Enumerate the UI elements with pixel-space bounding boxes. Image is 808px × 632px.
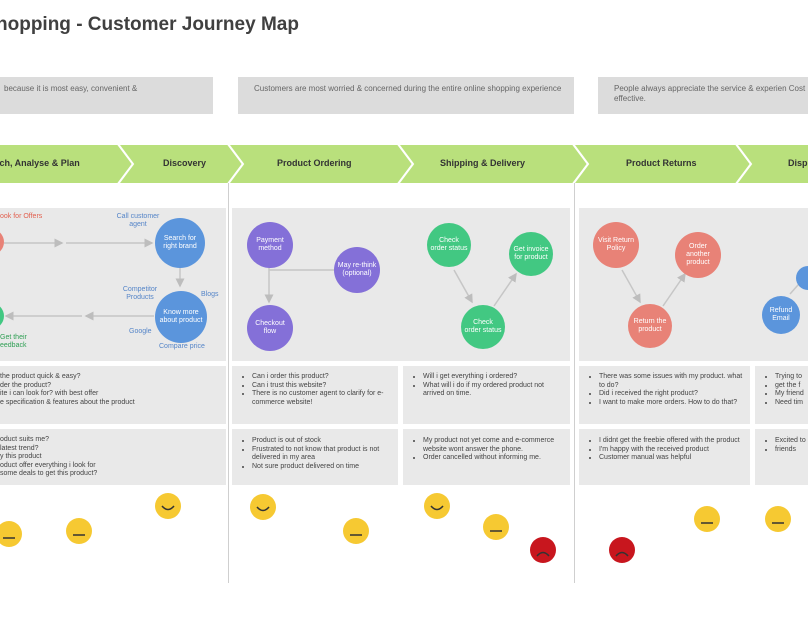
label-call-customer-agent: Call customer agent: [116, 213, 160, 228]
column-divider: [228, 183, 229, 583]
stage-shipping: Shipping & Delivery: [440, 158, 526, 168]
feelings-box-returns: I didnt get the freebie offered with the…: [579, 429, 750, 485]
journey-node-check-order-status-2: Check order status: [461, 305, 505, 349]
journey-node-feedback: [0, 303, 4, 329]
question-item: There is no customer agent to clarify fo…: [252, 390, 392, 407]
question-item: Trying to: [775, 373, 808, 382]
journey-node-order-another: Order another product: [675, 232, 721, 278]
question-item: I want to make more orders. How to do th…: [599, 399, 744, 408]
journey-node-may-rethink: May re-think (optional): [334, 247, 380, 293]
question-item: Can i trust this website?: [252, 382, 392, 391]
journey-node-search-brand: Search for right brand: [155, 218, 205, 268]
question-item: Need tim: [775, 399, 808, 408]
feeling-item: I didnt get the freebie offered with the…: [599, 437, 744, 446]
label-blogs: Blogs: [201, 291, 219, 298]
insight-text: People always appreciate the service & e…: [614, 84, 806, 103]
feeling-item: oduct offer everything i look for: [0, 461, 96, 469]
emotion-neutral-icon: [343, 518, 369, 544]
question-item: My friend: [775, 390, 808, 399]
feeling-item: friends: [775, 446, 808, 455]
journey-node-partial: [796, 266, 808, 290]
emotion-happy-icon: [155, 493, 181, 519]
stage-dispatch: Disp: [788, 158, 808, 168]
feelings-box-ordering: Product is out of stock Frustrated to no…: [232, 429, 398, 485]
journey-node-know-product: Know more about product: [155, 291, 207, 343]
question-item: Did i received the right product?: [599, 390, 744, 399]
label-competitor-products: Competitor Products: [122, 286, 158, 301]
question-item: Will i get everything i ordered?: [423, 373, 564, 382]
question-item: the product quick & easy?: [0, 373, 81, 380]
journey-node-get-invoice: Get invoice for product: [509, 232, 553, 276]
question-item: What will i do if my ordered product not…: [423, 382, 564, 399]
feeling-item: My product not yet come and e-commerce w…: [423, 437, 564, 454]
question-item: e specification & features about the pro…: [0, 398, 135, 406]
feeling-item: Not sure product delivered on time: [252, 463, 392, 472]
feelings-box-shipping: My product not yet come and e-commerce w…: [403, 429, 570, 485]
question-item: ite i can look for? with best offer: [0, 390, 99, 397]
journey-node-refund-email: Refund Email: [762, 296, 800, 334]
emotion-sad-icon: [609, 537, 635, 563]
journey-node-check-order-status: Check order status: [427, 223, 471, 267]
feeling-item: Excited to: [775, 437, 808, 446]
questions-box-shipping: Will i get everything i ordered? What wi…: [403, 366, 570, 424]
journey-node-payment-method: Payment method: [247, 222, 293, 268]
insight-box-2: Customers are most worried & concerned d…: [238, 77, 574, 114]
insight-text: Customers are most worried & concerned d…: [254, 84, 562, 93]
feeling-item: y this product: [0, 453, 42, 460]
emotion-neutral-icon: [765, 506, 791, 532]
questions-box-research: the product quick & easy? der the produc…: [0, 366, 226, 424]
stage-returns: Product Returns: [626, 158, 697, 168]
question-item: Can i order this product?: [252, 373, 392, 382]
questions-box-returns: There was some issues with my product. w…: [579, 366, 750, 424]
emotion-happy-icon: [250, 494, 276, 520]
label-compare-price: Compare price: [159, 343, 205, 350]
journey-node-offers: [0, 229, 4, 255]
questions-box-ordering: Can i order this product? Can i trust th…: [232, 366, 398, 424]
question-item: There was some issues with my product. w…: [599, 373, 744, 390]
emotion-neutral-icon: [694, 506, 720, 532]
feelings-box-research: oduct suits me? latest trend? y this pro…: [0, 429, 226, 485]
emotion-neutral-icon: [0, 521, 22, 547]
journey-node-checkout-flow: Checkout flow: [247, 305, 293, 351]
feeling-item: some deals to get this product?: [0, 470, 98, 477]
stage-ordering: Product Ordering: [277, 158, 352, 168]
insight-box-1: because it is most easy, convenient &: [0, 77, 213, 114]
page-title: hopping - Customer Journey Map: [0, 14, 299, 35]
emotion-neutral-icon: [66, 518, 92, 544]
feeling-item: Customer manual was helpful: [599, 454, 744, 463]
column-divider: [574, 183, 575, 583]
emotion-happy-icon: [424, 493, 450, 519]
label-google: Google: [129, 328, 152, 335]
question-item: get the f: [775, 382, 808, 391]
question-item: der the product?: [0, 381, 51, 389]
emotion-neutral-icon: [483, 514, 509, 540]
emotion-sad-icon: [530, 537, 556, 563]
feelings-box-dispatch: Excited to friends: [755, 429, 808, 485]
feeling-item: I'm happy with the received product: [599, 446, 744, 455]
label-look-for-offers: ook for Offers: [0, 213, 43, 220]
stage-discovery: Discovery: [163, 158, 207, 168]
feeling-item: Frustrated to not know that product is n…: [252, 446, 392, 463]
insight-box-3: People always appreciate the service & e…: [598, 77, 808, 114]
label-get-feedback: Get their eedback: [0, 334, 27, 349]
questions-box-dispatch: Trying to get the f My friend Need tim: [755, 366, 808, 424]
journey-node-return-policy: Visit Return Policy: [593, 222, 639, 268]
journey-node-return-product: Return the product: [628, 304, 672, 348]
feeling-item: Order cancelled without informing me.: [423, 454, 564, 463]
stage-chevron-band: [0, 143, 808, 185]
insight-text: because it is most easy, convenient &: [4, 84, 138, 93]
feeling-item: latest trend?: [0, 444, 39, 452]
feeling-item: oduct suits me?: [0, 436, 50, 443]
stage-research: rch, Analyse & Plan: [0, 158, 80, 168]
feeling-item: Product is out of stock: [252, 437, 392, 446]
